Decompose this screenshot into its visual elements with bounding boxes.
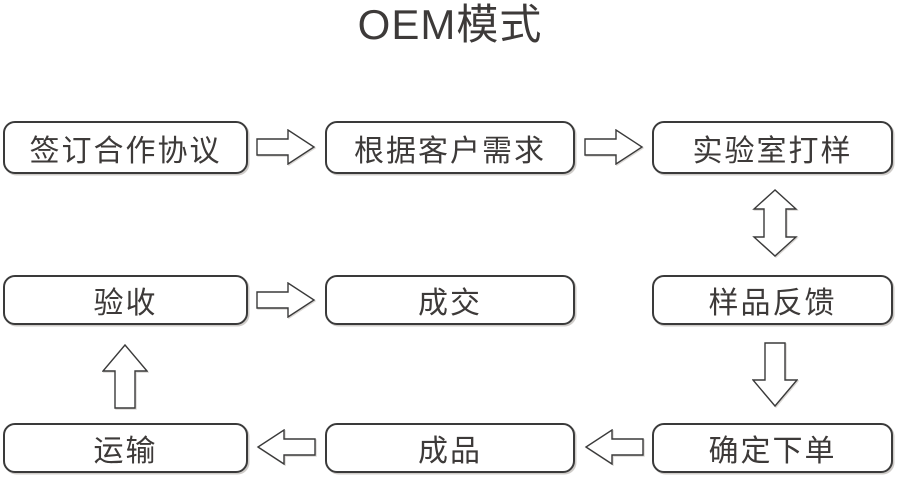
flow-node-sign-agreement: 签订合作协议 (3, 121, 248, 174)
flow-node-label: 成品 (418, 435, 482, 468)
flow-node-label: 实验室打样 (692, 134, 853, 168)
flow-node-finished-product: 成品 (325, 423, 575, 473)
arrow-up-icon (102, 343, 148, 409)
flow-node-label: 成交 (418, 287, 482, 320)
arrow-right-icon (584, 129, 644, 165)
arrow-right-icon (256, 129, 316, 165)
arrow-left-icon (256, 429, 316, 465)
flow-node-customer-needs: 根据客户需求 (325, 121, 575, 174)
page-title: OEM模式 (357, 1, 543, 48)
flow-node-label: 验收 (93, 287, 158, 320)
arrow-down-icon (752, 342, 798, 408)
flow-node-deal: 成交 (325, 275, 575, 325)
flow-node-transport: 运输 (3, 423, 248, 473)
arrow-left-icon (584, 429, 644, 465)
flow-node-label: 运输 (93, 435, 158, 468)
flow-node-label: 样品反馈 (708, 287, 837, 320)
flow-node-sample-feedback: 样品反馈 (652, 275, 893, 325)
arrow-right-icon (256, 282, 316, 318)
flow-node-label: 根据客户需求 (354, 134, 546, 168)
flow-node-confirm-order: 确定下单 (652, 423, 893, 473)
arrow-double-vertical-icon (752, 189, 798, 257)
flow-node-lab-sampling: 实验室打样 (652, 121, 893, 174)
flow-node-label: 确定下单 (708, 435, 837, 468)
flow-node-label: 签订合作协议 (29, 134, 222, 168)
flow-node-acceptance: 验收 (3, 275, 248, 325)
